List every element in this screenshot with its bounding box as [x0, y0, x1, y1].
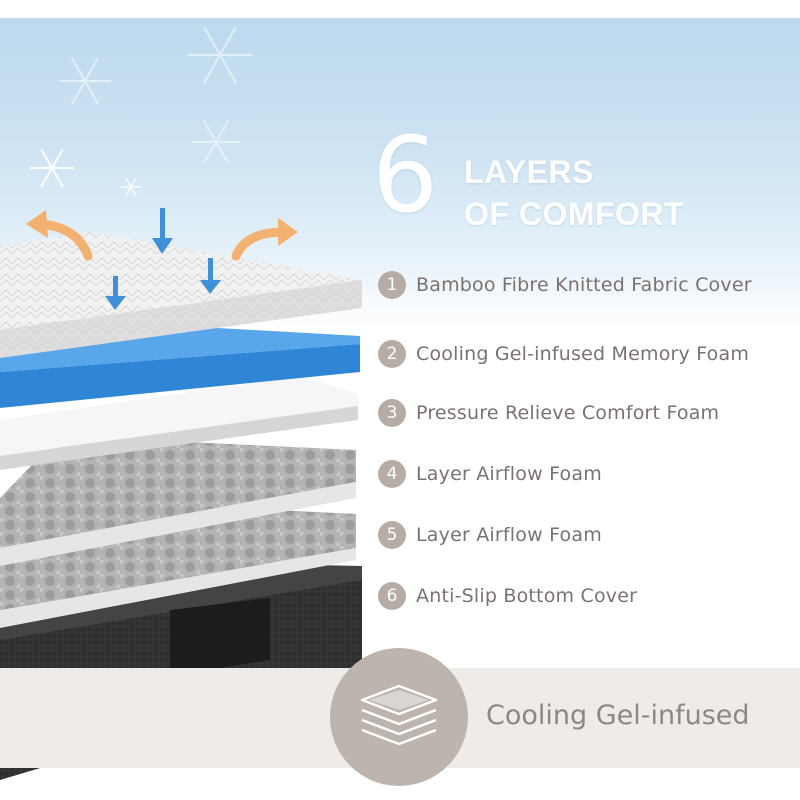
- layer-number-badge: 1: [378, 271, 406, 299]
- snowflake-icon: [30, 148, 74, 188]
- warm-air-arrow-icon: [26, 210, 93, 261]
- headline-line-2: OF COMFORT: [464, 196, 685, 232]
- headline-line-1: LAYERS: [464, 154, 594, 190]
- layer-label: Anti-Slip Bottom Cover: [416, 585, 638, 607]
- comfort-foam-layer: [0, 376, 358, 470]
- snowflake-icon: [188, 26, 252, 84]
- cool-air-arrow-icon: [200, 258, 221, 294]
- layer-number-badge: 4: [378, 460, 406, 488]
- layer-label: Bamboo Fibre Knitted Fabric Cover: [416, 274, 752, 296]
- layer-label: Layer Airflow Foam: [416, 524, 602, 546]
- layer-number-badge: 2: [378, 340, 406, 368]
- airflow-foam-layer: [0, 436, 356, 566]
- snowflake-icon: [59, 57, 111, 105]
- list-item: 4 Layer Airflow Foam: [378, 458, 602, 490]
- layer-label: Cooling Gel-infused Memory Foam: [416, 343, 750, 365]
- layers-icon: [360, 684, 438, 746]
- snowflake-icon: [192, 120, 240, 164]
- cool-air-arrow-icon: [152, 208, 173, 254]
- layer-label: Layer Airflow Foam: [416, 463, 602, 485]
- feature-label: Cooling Gel-infused: [486, 700, 750, 731]
- list-item: 5 Layer Airflow Foam: [378, 519, 602, 551]
- list-item: 6 Anti-Slip Bottom Cover: [378, 580, 637, 612]
- cool-air-arrow-icon: [105, 276, 126, 310]
- warm-air-arrow-icon: [231, 218, 298, 261]
- headline-number: 6: [372, 114, 439, 236]
- layer-label: Pressure Relieve Comfort Foam: [416, 402, 720, 424]
- list-item: 1 Bamboo Fibre Knitted Fabric Cover: [378, 269, 752, 301]
- snowflake-icon: [121, 177, 141, 197]
- feature-icon-badge: [330, 648, 468, 786]
- layer-number-badge: 3: [378, 399, 406, 427]
- layer-number-badge: 6: [378, 582, 406, 610]
- list-item: 2 Cooling Gel-infused Memory Foam: [378, 338, 749, 370]
- list-item: 3 Pressure Relieve Comfort Foam: [378, 397, 719, 429]
- layer-number-badge: 5: [378, 521, 406, 549]
